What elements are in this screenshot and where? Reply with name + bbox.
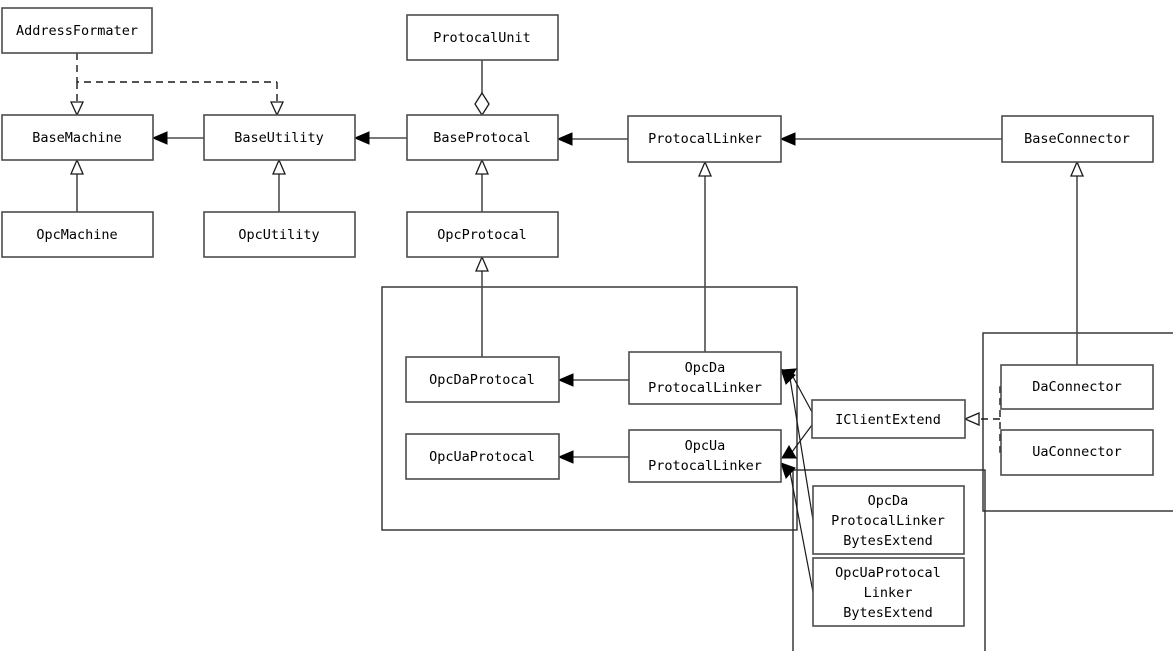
inheritance-triangle-base-utility [272,158,286,175]
class-label-base-utility: BaseUtility [234,130,323,146]
class-label-opc-da-protocal-linker-line2: ProtocalLinker [648,380,762,396]
class-label-address-formater: AddressFormater [16,23,138,39]
class-node-opc-machine[interactable]: OpcMachine [1,211,154,258]
class-node-opc-protocal[interactable]: OpcProtocal [406,211,559,258]
inheritance-triangle-base-machine [70,158,84,175]
class-label-ua-connector: UaConnector [1032,444,1121,460]
solid-arrowhead-protocal-linker [779,132,796,146]
class-node-opc-ua-protocal-linker[interactable]: OpcUa ProtocalLinker [628,429,782,483]
class-node-iclient-extend[interactable]: IClientExtend [811,399,966,439]
class-node-base-utility[interactable]: BaseUtility [203,114,356,161]
edge-iclient-extend-to-opc-da-linker [791,374,813,413]
solid-arrowhead-opc-ua-linker-b [780,462,796,479]
edge-ua-bytes-extend-to-opc-ua-linker [789,471,814,593]
class-label-base-protocal: BaseProtocal [433,130,531,146]
realization-triangle-iclient-extend [963,412,980,426]
class-label-opc-protocal: OpcProtocal [437,227,526,243]
class-label-da-bytes-extend-line2: ProtocalLinker [831,513,945,529]
open-arrowhead-base-utility-dep [269,101,285,117]
edge-iclient-extend-to-opc-ua-linker [791,424,813,453]
edge-address-formater-split [76,53,277,83]
class-node-ua-connector[interactable]: UaConnector [1000,429,1154,476]
solid-arrowhead-opc-ua-linker-a [781,445,797,459]
class-label-opc-utility: OpcUtility [238,227,319,243]
class-label-opc-da-protocal-linker-line1: OpcDa [685,360,726,376]
open-arrowhead-base-machine-dep [69,101,85,117]
class-label-da-bytes-extend-line3: BytesExtend [843,533,932,549]
inheritance-triangle-opc-protocal [475,255,489,272]
solid-arrowhead-base-utility [353,131,370,145]
class-node-opc-da-protocal-linker-bytes-extend[interactable]: OpcDa ProtocalLinker BytesExtend [812,485,965,555]
class-node-opc-da-protocal[interactable]: OpcDaProtocal [405,356,560,403]
class-node-protocal-unit[interactable]: ProtocalUnit [406,14,559,61]
solid-arrowhead-opc-ua-protocal [557,450,574,464]
solid-arrowhead-opc-da-linker-b [780,368,796,385]
class-label-base-connector: BaseConnector [1024,131,1130,147]
class-label-ua-bytes-extend-line2: Linker [864,585,913,601]
class-node-opc-utility[interactable]: OpcUtility [203,211,356,258]
class-node-da-connector[interactable]: DaConnector [1000,364,1154,410]
class-node-protocal-linker[interactable]: ProtocalLinker [627,115,782,163]
aggregation-diamond-base-protocal [474,91,490,117]
class-label-ua-bytes-extend-line1: OpcUaProtocal [835,565,941,581]
inheritance-triangle-base-protocal [475,158,489,175]
class-label-base-machine: BaseMachine [32,130,121,146]
class-label-opc-ua-protocal-linker-line1: OpcUa [685,438,726,454]
class-node-address-formater[interactable]: AddressFormater [1,7,153,54]
class-label-opc-da-protocal: OpcDaProtocal [429,372,535,388]
class-label-da-connector: DaConnector [1032,379,1121,395]
class-node-opc-ua-protocal-linker-bytes-extend[interactable]: OpcUaProtocal Linker BytesExtend [812,557,965,627]
class-label-iclient-extend: IClientExtend [835,412,941,428]
class-node-opc-ua-protocal[interactable]: OpcUaProtocal [405,433,560,480]
class-node-base-protocal[interactable]: BaseProtocal [406,114,559,161]
solid-arrowhead-base-protocal [556,132,573,146]
class-label-opc-ua-protocal: OpcUaProtocal [429,449,535,465]
class-label-opc-ua-protocal-linker-line2: ProtocalLinker [648,458,762,474]
connector-group-container [982,332,1173,512]
class-label-opc-machine: OpcMachine [36,227,117,243]
protocal-group-container [381,286,798,531]
inheritance-triangle-protocal-linker [698,160,712,177]
class-label-da-bytes-extend-line1: OpcDa [868,493,909,509]
inheritance-triangle-base-connector [1070,160,1084,177]
class-label-protocal-unit: ProtocalUnit [433,30,531,46]
class-label-protocal-linker: ProtocalLinker [648,131,762,147]
solid-arrowhead-base-machine [151,131,168,145]
class-node-opc-da-protocal-linker[interactable]: OpcDa ProtocalLinker [628,351,782,405]
solid-arrowhead-opc-da-protocal [557,373,574,387]
class-node-base-connector[interactable]: BaseConnector [1001,115,1154,163]
extend-group-container [792,469,986,651]
class-label-ua-bytes-extend-line3: BytesExtend [843,605,932,621]
edge-da-bytes-extend-to-opc-da-linker [789,377,814,521]
class-node-base-machine[interactable]: BaseMachine [1,114,154,161]
